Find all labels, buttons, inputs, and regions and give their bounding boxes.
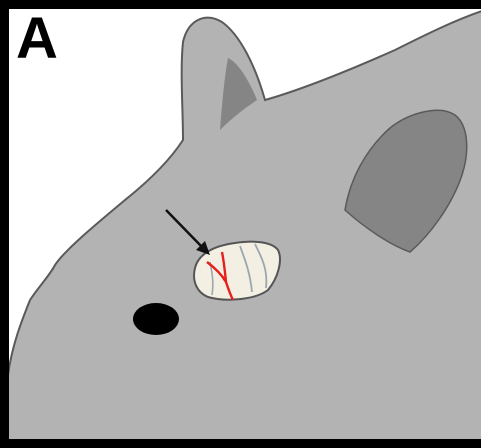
panel-label: A (16, 10, 58, 68)
eye (133, 303, 179, 335)
